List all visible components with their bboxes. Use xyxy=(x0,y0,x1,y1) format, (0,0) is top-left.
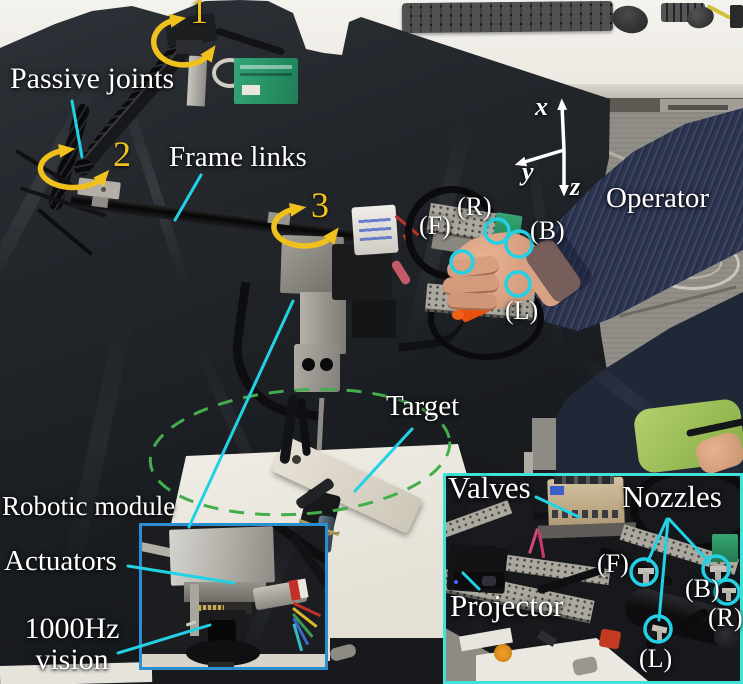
inset2-roller-cap xyxy=(714,622,740,650)
vision-label: 1000Hz vision xyxy=(14,613,130,675)
drawer-slot xyxy=(668,105,728,110)
module-black-box-2 xyxy=(352,300,396,338)
silver-post xyxy=(186,55,208,107)
target-label: Target xyxy=(386,390,460,422)
desk-device xyxy=(730,5,743,28)
projector-label: Projector xyxy=(450,588,564,623)
inset2-projector-lens xyxy=(482,576,496,586)
orange-lever-tip xyxy=(452,310,464,320)
nozzle-right-label-inset: (R) xyxy=(708,603,743,632)
passive-joints-label: Passive joints xyxy=(10,62,175,95)
nozzle-back-label-inset: (B) xyxy=(685,574,720,603)
inset1-camera-foot xyxy=(208,662,234,667)
psu-label xyxy=(242,85,260,95)
inset2-orange-knob xyxy=(494,644,512,662)
lower-module-box xyxy=(294,344,340,392)
keyboard xyxy=(401,0,614,34)
inset2-projector-led xyxy=(454,580,458,584)
lower-module-port-1 xyxy=(302,358,315,371)
axis-x-label: x xyxy=(535,92,548,121)
module-silver-column xyxy=(300,292,346,354)
target-plate-hole xyxy=(292,455,301,464)
nozzle-back-label-main: (B) xyxy=(530,216,565,245)
inset2-nozzle-right-stem xyxy=(726,591,731,601)
inset2-valve-connectors xyxy=(554,476,614,484)
inset2-valve-ports xyxy=(552,510,618,518)
nozzle-front-label-inset: (F) xyxy=(597,549,629,578)
inset-robotic-module xyxy=(139,523,328,670)
manifold-blue-marks xyxy=(358,212,392,242)
inset1-gold-pins xyxy=(198,605,224,611)
nozzles-label: Nozzles xyxy=(622,479,722,514)
vision-rate-text: 1000Hz xyxy=(24,612,120,645)
axis-z-label: z xyxy=(570,172,581,201)
actuators-label: Actuators xyxy=(4,545,117,577)
inset1-vertical-post xyxy=(190,584,199,636)
axis-y-label: y xyxy=(522,157,534,186)
inset2-red-clamp xyxy=(598,628,622,650)
beam-foot xyxy=(91,196,109,208)
nozzle-left-label-inset: (L) xyxy=(639,644,673,673)
robotic-module-label: Robotic module xyxy=(2,491,176,521)
joint-1-number: 1 xyxy=(190,0,208,31)
inset2-projector-face xyxy=(454,572,504,589)
nozzle-left-label-main: (L) xyxy=(505,296,539,325)
nozzle-front-label-main: (F) xyxy=(419,211,451,240)
frame-links-label: Frame links xyxy=(169,141,307,173)
inset-gripper-detail xyxy=(443,473,743,684)
psu-grille-2 xyxy=(240,73,292,76)
bracket-bolt-2 xyxy=(101,187,106,192)
power-supply-green xyxy=(234,58,298,104)
inset2-nozzle-front-stem xyxy=(643,572,649,584)
silver-stand-leg xyxy=(524,452,533,473)
valves-label: Valves xyxy=(448,470,531,505)
vision-word-text: vision xyxy=(35,643,109,677)
bracket-bolt-1 xyxy=(84,184,89,189)
joint-2-number: 2 xyxy=(113,134,131,174)
lower-module-port-2 xyxy=(320,358,333,371)
nozzle-right-label-main: (R) xyxy=(457,192,492,221)
inset2-green-block xyxy=(712,534,738,562)
joint-3-number: 3 xyxy=(311,185,329,225)
inset1-block-step xyxy=(184,582,266,602)
finger-3 xyxy=(446,292,498,311)
inset2-nozzle-left-stem xyxy=(657,630,662,641)
joint-1-sub xyxy=(176,40,202,54)
inset1-aluminum-block xyxy=(169,526,275,586)
operator-label: Operator xyxy=(606,182,710,214)
psu-grille xyxy=(240,65,292,69)
inset2-valve-block xyxy=(547,476,625,528)
inset2-valve-blue-label xyxy=(550,486,564,495)
